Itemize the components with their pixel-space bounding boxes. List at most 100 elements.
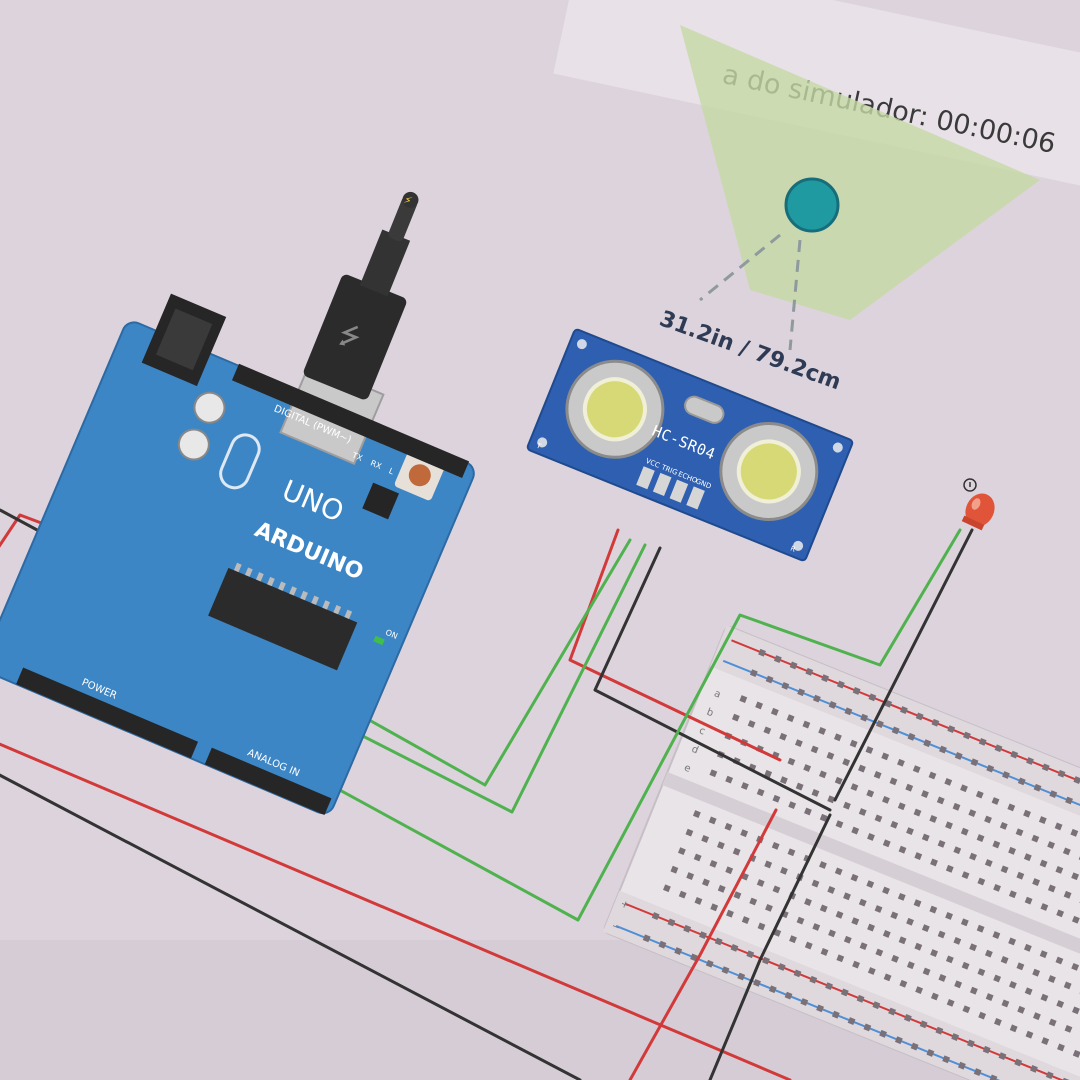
breadboard-hole[interactable]: [1063, 981, 1072, 990]
breadboard-hole[interactable]: [733, 891, 742, 900]
breadboard-hole[interactable]: [914, 852, 923, 860]
breadboard-hole[interactable]: [1070, 828, 1079, 837]
breadboard-hole[interactable]: [1016, 871, 1025, 880]
breadboard-hole[interactable]: [903, 1014, 912, 1022]
breadboard-hole[interactable]: [642, 934, 651, 943]
breadboard-hole[interactable]: [1039, 950, 1048, 959]
breadboard-hole[interactable]: [973, 1068, 982, 1076]
breadboard-hole[interactable]: [784, 991, 793, 1000]
breadboard-hole[interactable]: [1016, 962, 1025, 971]
breadboard-hole[interactable]: [1014, 1058, 1023, 1067]
breadboard-hole[interactable]: [811, 879, 820, 888]
breadboard-hole[interactable]: [900, 706, 908, 714]
breadboard-hole[interactable]: [970, 758, 979, 767]
breadboard-hole[interactable]: [819, 770, 827, 779]
breadboard-hole[interactable]: [852, 687, 861, 695]
breadboard-hole[interactable]: [912, 765, 921, 774]
breadboard-hole[interactable]: [1072, 1006, 1080, 1015]
breadboard-hole[interactable]: [865, 746, 874, 754]
breadboard-hole[interactable]: [999, 821, 1008, 830]
breadboard-hole[interactable]: [930, 992, 939, 1001]
breadboard-hole[interactable]: [958, 1061, 966, 1070]
breadboard-hole[interactable]: [828, 701, 837, 709]
breadboard-hole[interactable]: [812, 923, 821, 931]
breadboard-hole[interactable]: [1023, 943, 1032, 952]
breadboard-hole[interactable]: [984, 815, 992, 824]
breadboard-hole[interactable]: [1033, 1012, 1041, 1021]
breadboard-hole[interactable]: [967, 1039, 975, 1048]
breadboard-hole[interactable]: [942, 1055, 951, 1064]
breadboard-hole[interactable]: [1008, 937, 1017, 946]
breadboard-hole[interactable]: [930, 949, 938, 957]
breadboard-hole[interactable]: [994, 744, 1003, 753]
breadboard-hole[interactable]: [740, 829, 749, 838]
breadboard-hole[interactable]: [953, 846, 962, 855]
breadboard-hole[interactable]: [968, 809, 977, 818]
breadboard-hole[interactable]: [805, 667, 814, 676]
breadboard-hole[interactable]: [1032, 968, 1041, 977]
breadboard-hole[interactable]: [850, 783, 859, 792]
breadboard-hole[interactable]: [701, 835, 710, 843]
breadboard-hole[interactable]: [952, 802, 961, 811]
breadboard-holes[interactable]: [642, 648, 1080, 1080]
breadboard-hole[interactable]: [876, 720, 884, 728]
breadboard-hole[interactable]: [847, 1017, 856, 1025]
breadboard-hole[interactable]: [749, 669, 758, 678]
breadboard-hole[interactable]: [702, 878, 710, 887]
breadboard-hole[interactable]: [977, 877, 986, 886]
pin-echo[interactable]: [669, 479, 689, 503]
breadboard-hole[interactable]: [984, 859, 993, 867]
breadboard-hole[interactable]: [663, 884, 671, 893]
breadboard-hole[interactable]: [851, 917, 860, 926]
breadboard-hole[interactable]: [756, 879, 765, 887]
pin-vcc[interactable]: [636, 466, 655, 490]
breadboard-hole[interactable]: [850, 873, 859, 882]
breadboard-hole[interactable]: [907, 732, 916, 741]
breadboard-hole[interactable]: [709, 859, 718, 868]
breadboard-hole[interactable]: [1071, 915, 1080, 924]
breadboard-hole[interactable]: [758, 648, 766, 657]
breadboard-hole[interactable]: [1024, 987, 1033, 996]
breadboard-hole[interactable]: [685, 828, 694, 837]
breadboard-hole[interactable]: [1002, 771, 1010, 779]
breadboard-hole[interactable]: [938, 974, 947, 982]
wire-black-rail[interactable]: [708, 813, 832, 1080]
breadboard-hole[interactable]: [721, 966, 730, 975]
breadboard-hole[interactable]: [891, 954, 899, 963]
ultrasonic-sensor[interactable]: HC-SR04 T R VCC TRIG ECHO GND: [526, 328, 854, 562]
breadboard-hole[interactable]: [882, 886, 890, 895]
breadboard-hole[interactable]: [749, 897, 758, 906]
breadboard-hole[interactable]: [651, 912, 660, 920]
breadboard-hole[interactable]: [992, 840, 1001, 849]
breadboard-hole[interactable]: [989, 1074, 998, 1080]
breadboard-hole[interactable]: [1017, 1005, 1026, 1014]
breadboard-hole[interactable]: [834, 776, 843, 785]
breadboard-hole[interactable]: [858, 764, 866, 773]
breadboard-hole[interactable]: [937, 930, 946, 939]
breadboard-hole[interactable]: [658, 940, 667, 949]
breadboard-hole[interactable]: [725, 866, 734, 875]
breadboard-hole[interactable]: [930, 858, 938, 867]
breadboard-hole[interactable]: [993, 974, 1002, 983]
breadboard-hole[interactable]: [914, 942, 923, 951]
breadboard-hole[interactable]: [945, 955, 954, 964]
breadboard-hole[interactable]: [789, 661, 798, 670]
breadboard-hole[interactable]: [726, 909, 734, 918]
breadboard-hole[interactable]: [1000, 865, 1009, 874]
breadboard-hole[interactable]: [732, 847, 741, 856]
breadboard-hole[interactable]: [1038, 816, 1047, 824]
breadboard-hole[interactable]: [1073, 776, 1080, 784]
breadboard-hole[interactable]: [836, 680, 845, 689]
breadboard-hole[interactable]: [976, 924, 985, 933]
breadboard-hole[interactable]: [1025, 1030, 1034, 1039]
breadboard-hole[interactable]: [936, 796, 945, 805]
breadboard-hole[interactable]: [898, 936, 907, 945]
breadboard-hole[interactable]: [683, 924, 692, 933]
breadboard-hole[interactable]: [787, 757, 796, 766]
breadboard-hole[interactable]: [787, 848, 796, 857]
breadboard-hole[interactable]: [717, 841, 725, 850]
breadboard-hole[interactable]: [935, 1026, 944, 1035]
breadboard-hole[interactable]: [796, 916, 805, 925]
breadboard-hole[interactable]: [765, 675, 774, 684]
breadboard-hole[interactable]: [1072, 1049, 1080, 1058]
